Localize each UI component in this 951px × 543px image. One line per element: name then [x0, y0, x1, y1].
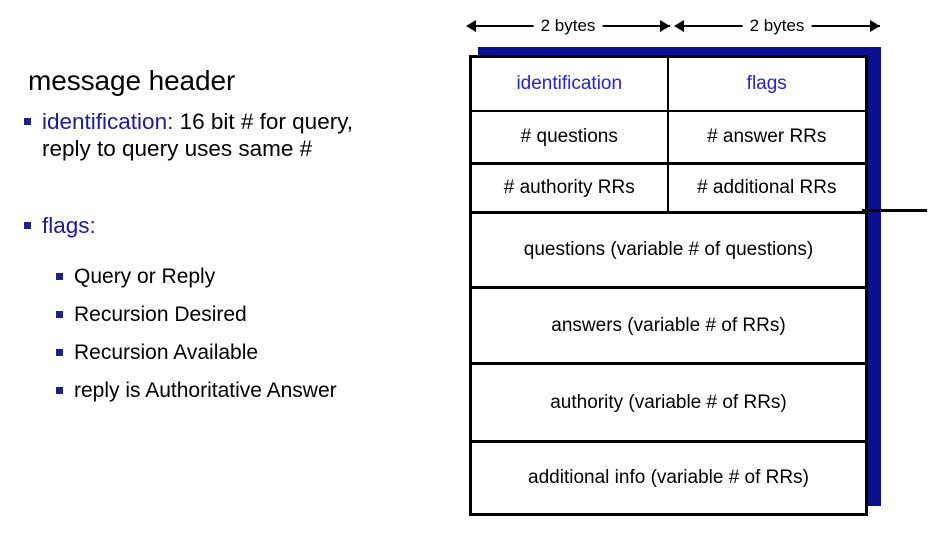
arrow-left-icon [466, 20, 476, 32]
dimension-arrow-left: 2 bytes [466, 14, 670, 38]
bullet-square-icon [56, 349, 63, 356]
table-row: additional info (variable # of RRs) [472, 443, 865, 513]
bullet-square-icon [24, 118, 31, 125]
arrow-left-icon [674, 20, 684, 32]
cell-questions-section: questions (variable # of questions) [523, 239, 814, 260]
sub-bullet-recursion-available: Recursion Available [56, 340, 258, 365]
sub-bullet-recursion-desired-label: Recursion Desired [74, 303, 247, 326]
sub-bullet-authoritative-answer: reply is Authoritative Answer [56, 378, 337, 403]
table-row: questions (variable # of questions) [472, 214, 865, 289]
dimension-label-right: 2 bytes [742, 14, 812, 37]
sub-bullet-query-or-reply: Query or Reply [56, 264, 215, 289]
bullet-flags: flags: [24, 212, 372, 239]
table-row: # authority RRs # additional RRs [472, 165, 865, 214]
bullet-identification-text: identification: 16 bit # for query, repl… [42, 108, 372, 162]
bullet-identification-label: identification: [42, 109, 174, 134]
cell-num-questions: # questions [472, 112, 669, 162]
slide-text-pane: message header identification: 16 bit # … [0, 0, 460, 543]
bullet-square-icon [24, 222, 31, 229]
bullet-square-icon [56, 311, 63, 318]
cell-answers-section: answers (variable # of RRs) [551, 314, 786, 336]
cell-num-answer-rrs: # answer RRs [707, 126, 827, 147]
arrow-right-icon [660, 20, 670, 32]
dimension-label-left: 2 bytes [533, 14, 603, 37]
table-row: authority (variable # of RRs) [472, 365, 865, 443]
sub-bullet-recursion-desired: Recursion Desired [56, 302, 247, 327]
page-title: message header [28, 65, 236, 96]
section-pointer-line [862, 209, 927, 212]
sub-bullet-authoritative-answer-label: reply is Authoritative Answer [74, 379, 337, 402]
arrow-right-icon [870, 20, 880, 32]
table-row: # questions # answer RRs [472, 112, 865, 165]
cell-flags: flags [746, 73, 787, 94]
sub-bullet-query-or-reply-label: Query or Reply [74, 265, 216, 288]
cell-num-additional-rrs: # additional RRs [697, 177, 837, 198]
bullet-flags-text: flags: [42, 212, 372, 239]
cell-additional-info-section: additional info (variable # of RRs) [528, 467, 809, 488]
bullet-square-icon [56, 387, 63, 394]
cell-identification: identification [472, 58, 669, 110]
dimension-arrow-right: 2 bytes [674, 14, 880, 38]
cell-num-authority-rrs: # authority RRs [472, 165, 669, 211]
bullet-identification-detail: 16 bit # for query, reply to query uses … [42, 109, 354, 161]
bullet-identification: identification: 16 bit # for query, repl… [24, 108, 372, 162]
table-row: identification flags [472, 58, 865, 112]
sub-bullet-recursion-available-label: Recursion Available [74, 341, 259, 364]
bullet-flags-label: flags: [42, 213, 96, 238]
bullet-square-icon [56, 273, 63, 280]
table-row: answers (variable # of RRs) [472, 289, 865, 365]
dns-header-table: identification flags # questions # answe… [469, 55, 868, 516]
cell-authority-section: authority (variable # of RRs) [550, 391, 787, 413]
